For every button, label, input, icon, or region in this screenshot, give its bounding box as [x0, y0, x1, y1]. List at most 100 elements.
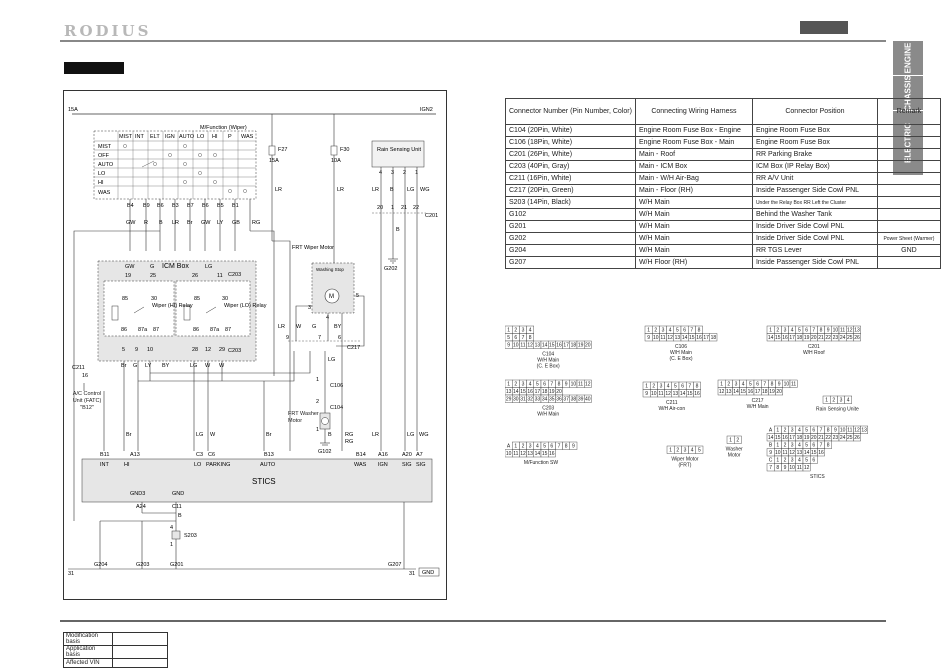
washer-pin-0: 1 — [316, 377, 319, 383]
switch-col-8: WAS — [241, 134, 254, 140]
section-title-tab — [64, 58, 124, 74]
connector-pin-label: 1 — [769, 328, 772, 334]
rain-wire-2: LG — [407, 187, 414, 193]
connector-pin-label: 5 — [507, 335, 510, 341]
switch-row-3: LO — [98, 171, 106, 177]
icm-top-wire-1: G — [150, 264, 154, 270]
side-tab-engine[interactable]: ENGINE — [893, 41, 923, 75]
washer-wire-2: RG — [345, 432, 353, 438]
connector-pin-label: 14 — [682, 335, 688, 341]
connector-pin — [853, 433, 861, 442]
icm-mid-pin-2: 85 — [194, 296, 200, 302]
connector-pin-label: 6 — [681, 384, 684, 390]
connector-pin-label: 24 — [840, 435, 846, 441]
switch-col-1: INT — [135, 134, 145, 140]
connector-pin-label: 1 — [776, 443, 779, 449]
connector-name: Wiper Motor — [671, 457, 699, 463]
connector-pin-label: 16 — [694, 391, 700, 397]
connector-pin-label: 1 — [514, 444, 517, 450]
cell-remark: GND — [876, 244, 941, 257]
connector-pin-label: 15 — [549, 343, 555, 349]
col-harness: Connecting Wiring Harness — [634, 98, 753, 125]
stics-label-3: PARKING — [206, 462, 230, 468]
cell-remark — [876, 220, 941, 233]
col-connector-number: Connector Number (Pin Number, Color) — [505, 98, 636, 125]
connector-pin-label: 7 — [558, 444, 561, 450]
connector-pin-label: 1 — [645, 384, 648, 390]
connector-pin — [583, 340, 592, 349]
connector-pin-label: 6 — [550, 444, 553, 450]
connector-pin-label: 2 — [676, 448, 679, 454]
wiper-motor-label: Washing Stop — [316, 267, 344, 272]
connector-pin-label: 7 — [522, 335, 525, 341]
icm-mid-pin-3: 30 — [222, 296, 228, 302]
connector-line2: (C. E Box) — [669, 356, 692, 362]
connector-pin-label: 38 — [571, 397, 577, 403]
connector-line1: W/H Main — [747, 404, 769, 410]
wiper-motor-pin-0: 3 — [308, 305, 311, 311]
splice-s203 — [171, 530, 181, 540]
connector-pin-label: 17 — [703, 335, 709, 341]
connector-pin-label: 13 — [535, 343, 541, 349]
cell-remark — [876, 184, 941, 197]
relay-pin-1: 87a — [138, 327, 148, 333]
cell-harness: W/H Main — [634, 208, 753, 221]
washer-conn2: C104 — [330, 405, 343, 411]
cell-connector: C217 (20Pin, Green) — [505, 184, 636, 197]
connector-pin-label: 7 — [688, 384, 691, 390]
connector-row: C217 (20Pin, Green)Main - Floor (RH)Insi… — [505, 184, 941, 197]
bus-right: 31 — [409, 571, 415, 577]
cell-harness: W/H Main — [634, 232, 753, 245]
connector-pin-label: 10 — [840, 428, 846, 434]
splice-id: S203 — [184, 533, 197, 539]
stics-wire-3: Br — [266, 432, 272, 438]
cell-remark — [876, 196, 941, 209]
col-remark: Remark — [876, 98, 941, 125]
connector-pin-label: 23 — [833, 335, 839, 341]
fatc-pin: 16 — [82, 373, 88, 379]
connector-pin-label: 14 — [733, 389, 739, 395]
col-position: Connector Position — [751, 98, 878, 125]
connector-pin — [817, 448, 825, 457]
bus-gnd-label: GND — [422, 570, 434, 576]
cell-connector: G202 — [505, 232, 636, 245]
connector-pin-label: 6 — [756, 382, 759, 388]
stics-pin-1: A13 — [130, 452, 140, 458]
connector-pin-label: 7 — [820, 428, 823, 434]
stics-label-0: INT — [100, 462, 110, 468]
connector-pin-label: 25 — [847, 435, 853, 441]
connector-name: C201 — [808, 344, 820, 350]
cell-position: RR TGS Lever — [751, 244, 878, 257]
connector-pin-label: 11 — [840, 328, 845, 334]
connector-pin-label: 11 — [782, 450, 787, 456]
connector-pin-label: 1 — [507, 328, 510, 334]
connector-pin-label: 4 — [798, 443, 801, 449]
connector-pin-label: 11 — [660, 335, 665, 341]
switch-pin-3: B3 — [172, 203, 179, 209]
connector-pin-label: 12 — [667, 335, 673, 341]
connector-pin-label: 6 — [683, 328, 686, 334]
mod-value-2 — [112, 658, 168, 668]
cell-position: Inside Passenger Side Cowl PNL — [751, 256, 878, 269]
connector-pin-label: 15 — [740, 389, 746, 395]
connector-pin-label: 1 — [776, 428, 779, 434]
cell-position: Inside Driver Side Cowl PNL — [751, 220, 878, 233]
splice-pin-1: 1 — [170, 542, 173, 548]
stics-pin-7: A20 — [402, 452, 412, 458]
splice-pin-0: 4 — [170, 525, 173, 531]
switch-row-2: AUTO — [98, 162, 114, 168]
connector-pin-label: 2 — [784, 443, 787, 449]
connector-pin-label: 9 — [647, 335, 650, 341]
washer-conn1: C106 — [330, 383, 343, 389]
connector-pin-label: B — [769, 443, 773, 449]
stics-wire-6: LG — [407, 432, 414, 438]
connector-name: C203 — [542, 406, 554, 412]
connector-pin-label: 2 — [514, 328, 517, 334]
connector-pin-label: 25 — [847, 335, 853, 341]
connector-pin-label: 26 — [854, 435, 860, 441]
